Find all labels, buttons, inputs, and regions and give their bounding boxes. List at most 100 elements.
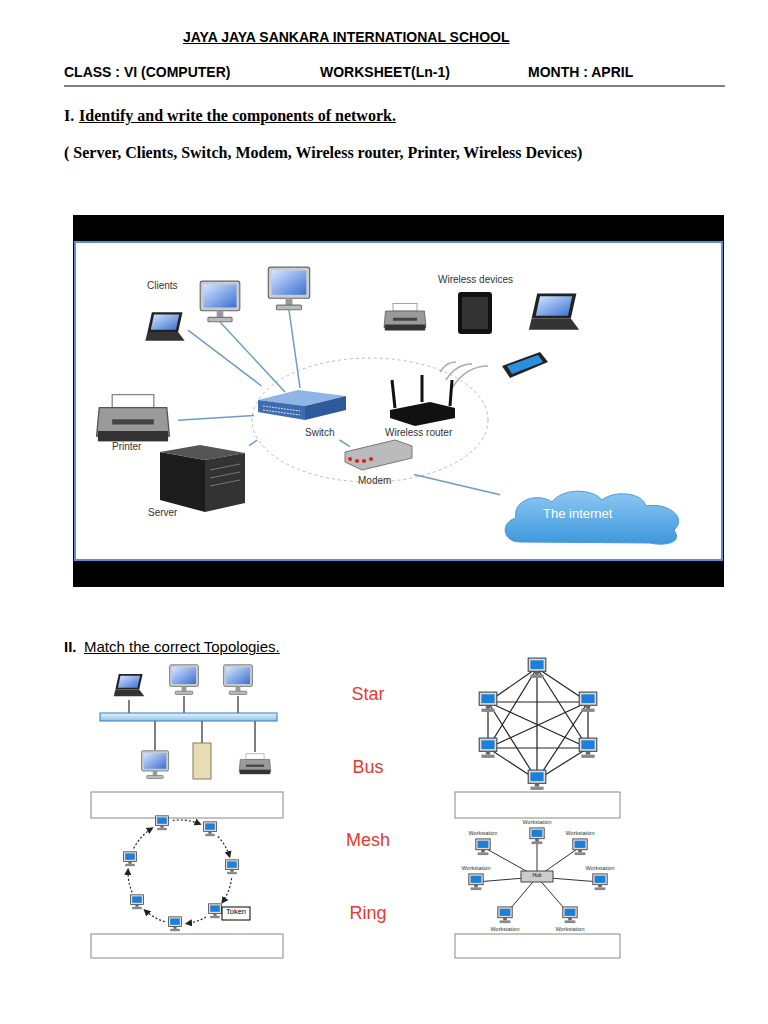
switch-side: [305, 396, 346, 420]
workstation-icon: [476, 839, 490, 855]
topology-name: Ring: [349, 903, 386, 924]
router-antennas: [392, 375, 452, 408]
word-bank: ( Server, Clients, Switch, Modem, Wirele…: [64, 144, 582, 162]
switch-front: [258, 400, 305, 420]
desktop-icon: [200, 281, 240, 322]
client-device: Clients: [138, 278, 188, 344]
tablet-screen: [462, 297, 488, 329]
server-front: [205, 453, 245, 512]
workstation-icon: [226, 860, 239, 874]
answer-box: [455, 792, 620, 818]
question-number: II.: [64, 638, 77, 655]
printer-icon: [97, 395, 170, 442]
topology-name: Star: [351, 684, 384, 705]
picture-panel: [75, 242, 722, 560]
workstation-label: Workstation: [566, 830, 595, 836]
tablet-icon: [458, 292, 492, 334]
workstation-icon: [563, 907, 577, 923]
server-device: Server: [145, 442, 249, 520]
cloud-shape: [505, 491, 679, 544]
phone-screen: [507, 355, 543, 374]
ring-arc: [218, 837, 230, 857]
laptop-icon: [529, 293, 579, 329]
workstation-label: Workstation: [491, 926, 520, 932]
workstation-icon: [479, 692, 497, 712]
workstation-icon: [593, 874, 607, 890]
switch-ports: [263, 406, 300, 415]
ring-arc: [173, 820, 201, 824]
ring-arc: [222, 878, 232, 902]
answer-box: [91, 934, 283, 958]
device-label: Server: [148, 507, 177, 519]
question-number: I.: [64, 107, 74, 125]
desktop-icon: [142, 751, 169, 779]
page-title: JAYA JAYA SANKARA INTERNATIONAL SCHOOL: [183, 29, 509, 45]
device-label: Switch: [305, 427, 334, 439]
workstation-icon: [528, 658, 546, 678]
picture-frame: [73, 215, 724, 587]
workstation-icon: [131, 895, 144, 909]
device-label: Modem: [358, 475, 391, 487]
workstation-label: Workstation: [469, 830, 498, 836]
device-label: Wireless router: [385, 427, 452, 439]
ring-arc: [134, 828, 153, 849]
workstation-icon: [124, 852, 137, 866]
workstation-label: Workstation: [586, 865, 615, 871]
device-label: Wireless devices: [438, 274, 513, 286]
lan-boundary: [252, 358, 488, 482]
workstation-label: Workstation: [556, 926, 585, 932]
network-cable: [178, 416, 254, 421]
workstation-icon: [469, 874, 483, 890]
answer-box: [455, 934, 620, 958]
workstation-icon: [169, 917, 182, 931]
workstation-label: Workstation: [523, 819, 552, 825]
hub-label: Hub: [532, 873, 541, 879]
desktop-icon: [170, 665, 199, 695]
worksheet-field: WORKSHEET(Ln-1): [320, 64, 450, 80]
printer-icon: [384, 304, 426, 331]
header-rule: [64, 86, 725, 87]
workstation-icon: [156, 816, 169, 830]
network-switch: Switch: [254, 386, 340, 440]
modem-device: Modem: [350, 444, 414, 490]
class-field: CLASS : VI (COMPUTER): [64, 64, 230, 80]
wireless-waves: [440, 362, 488, 388]
bus-backbone: [100, 713, 277, 721]
month-field: MONTH : APRIL: [528, 64, 633, 80]
wireless-router: Wireless router: [383, 372, 475, 440]
mesh-links: [488, 668, 588, 780]
device-label: The internet: [543, 507, 612, 522]
network-cable: [188, 330, 262, 386]
client-cable: [220, 310, 300, 392]
star-links: [476, 836, 600, 915]
printer-icon: [239, 754, 271, 774]
network-cable: [414, 475, 500, 495]
answer-box: [91, 792, 283, 818]
workstation-icon: [204, 822, 217, 836]
modem-lights: [350, 459, 371, 461]
device-label: Clients: [147, 280, 178, 292]
question-text: Match the correct Topologies.: [84, 638, 280, 655]
printer-device: Printer: [86, 392, 178, 454]
workstation-label: Workstation: [462, 865, 491, 871]
tower-icon: [193, 743, 211, 779]
workstation-icon: [528, 770, 546, 790]
ring-path: [128, 820, 232, 924]
workstation-icon: [498, 907, 512, 923]
ring-arc: [186, 917, 206, 924]
topology-name: Bus: [352, 757, 383, 778]
internet-cloud: The internet: [500, 488, 688, 546]
workstation-icon: [479, 738, 497, 758]
token-box: [222, 907, 250, 920]
workstation-icon: [579, 692, 597, 712]
workstation-icon: [530, 828, 544, 844]
workstation-icon: [209, 904, 222, 918]
laptop-icon: [145, 312, 184, 340]
bus-drop: [129, 696, 255, 752]
desktop-icon: [268, 267, 309, 310]
topology-name: Mesh: [346, 830, 390, 851]
laptop-icon: [114, 674, 145, 696]
workstation-icon: [573, 839, 587, 855]
network-cable: [340, 440, 351, 447]
server-side: [160, 452, 205, 512]
